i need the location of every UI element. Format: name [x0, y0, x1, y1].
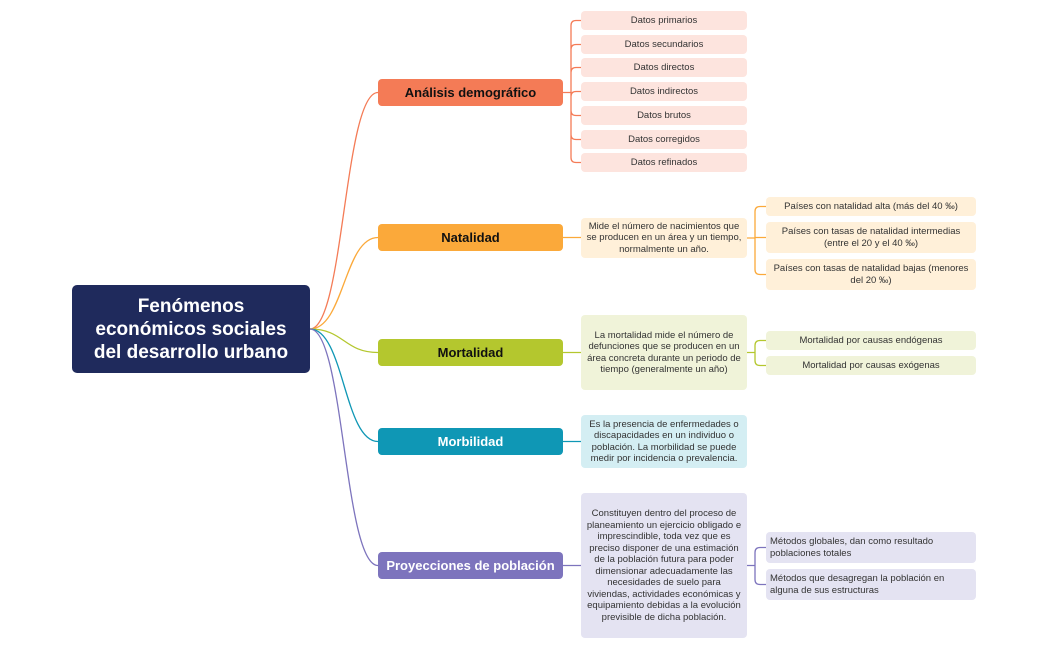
branch-proyecciones-de-poblacion-items-connector	[747, 546, 766, 586]
branch-analisis-demografico-item-label: Datos primarios	[630, 14, 698, 26]
branch-proyecciones-de-poblacion-description[interactable]: Constituyen dentro del proceso de planea…	[581, 493, 747, 638]
branch-natalidad-item[interactable]: Países con tasas de natalidad bajas (men…	[766, 259, 976, 290]
branch-proyecciones-de-poblacion-item-label: Métodos globales, dan como resultado pob…	[770, 536, 934, 559]
branch-analisis-demografico-item-label: Datos secundarios	[624, 38, 704, 50]
branch-analisis-demografico-items-connector	[563, 19, 581, 164]
branch-analisis-demografico-item-label: Datos indirectos	[629, 85, 699, 97]
branch-analisis-demografico-item[interactable]: Datos primarios	[581, 11, 747, 30]
branch-proyecciones-de-poblacion-description-label: Constituyen dentro del proceso de planea…	[586, 508, 742, 623]
branch-analisis-demografico-item[interactable]: Datos brutos	[581, 106, 747, 125]
branch-analisis-demografico-item[interactable]: Datos secundarios	[581, 35, 747, 54]
branch-analisis-demografico-item[interactable]: Datos refinados	[581, 153, 747, 172]
branch-natalidad-description[interactable]: Mide el número de nacimientos que se pro…	[581, 218, 747, 258]
branch-natalidad-description-label: Mide el número de nacimientos que se pro…	[586, 220, 742, 255]
branch-proyecciones-de-poblacion-item-label: Métodos que desagregan la población en a…	[770, 573, 945, 596]
branch-analisis-demografico-label: Análisis demográfico	[404, 85, 537, 100]
branch-natalidad-item-label: Países con natalidad alta (más del 40 ‰)	[784, 200, 958, 212]
branch-natalidad-item[interactable]: Países con natalidad alta (más del 40 ‰)	[766, 197, 976, 216]
branch-natalidad-items-connector	[747, 205, 766, 276]
branch-natalidad[interactable]: Natalidad	[378, 224, 563, 251]
branch-proyecciones-de-poblacion-item[interactable]: Métodos que desagregan la población en a…	[766, 569, 976, 600]
branch-analisis-demografico[interactable]: Análisis demográfico	[378, 79, 563, 106]
branch-analisis-demografico-connector	[309, 91, 379, 330]
branch-mortalidad-item-label: Mortalidad por causas exógenas	[802, 359, 940, 371]
branch-mortalidad-description-label: La mortalidad mide el número de defuncio…	[587, 329, 741, 376]
branch-analisis-demografico-item[interactable]: Datos indirectos	[581, 82, 747, 101]
branch-proyecciones-de-poblacion-item[interactable]: Métodos globales, dan como resultado pob…	[766, 532, 976, 563]
branch-natalidad-connector	[309, 236, 379, 330]
branch-mortalidad-description[interactable]: La mortalidad mide el número de defuncio…	[581, 315, 747, 390]
branch-mortalidad-label: Mortalidad	[437, 345, 504, 360]
branch-analisis-demografico-item-label: Datos refinados	[630, 156, 698, 168]
branch-proyecciones-de-poblacion-connector	[309, 328, 379, 567]
branch-morbilidad-label: Morbilidad	[437, 434, 504, 449]
branch-mortalidad-item[interactable]: Mortalidad por causas exógenas	[766, 356, 976, 375]
branch-natalidad-item-label: Países con tasas de natalidad bajas (men…	[773, 263, 969, 286]
branch-proyecciones-de-poblacion-label: Proyecciones de población	[386, 558, 555, 573]
branch-natalidad-label: Natalidad	[441, 230, 500, 245]
branch-mortalidad-connector	[309, 328, 379, 354]
branch-proyecciones-de-poblacion[interactable]: Proyecciones de población	[378, 552, 563, 579]
branch-analisis-demografico-item[interactable]: Datos corregidos	[581, 130, 747, 149]
branch-natalidad-item[interactable]: Países con tasas de natalidad intermedia…	[766, 222, 976, 253]
branch-natalidad-item-label: Países con tasas de natalidad intermedia…	[781, 226, 961, 249]
branch-analisis-demografico-item[interactable]: Datos directos	[581, 58, 747, 77]
branch-mortalidad[interactable]: Mortalidad	[378, 339, 563, 366]
branch-morbilidad-description[interactable]: Es la presencia de enfermedades o discap…	[581, 415, 747, 468]
root-label: Fenómenos económicos sociales del desarr…	[93, 295, 289, 363]
branch-analisis-demografico-item-label: Datos corregidos	[628, 133, 700, 145]
branch-analisis-demografico-item-label: Datos directos	[633, 61, 695, 73]
branch-mortalidad-items-connector	[747, 339, 766, 367]
branch-mortalidad-item-label: Mortalidad por causas endógenas	[799, 334, 943, 346]
branch-morbilidad[interactable]: Morbilidad	[378, 428, 563, 455]
branch-mortalidad-item[interactable]: Mortalidad por causas endógenas	[766, 331, 976, 350]
branch-morbilidad-connector	[309, 328, 379, 443]
branch-morbilidad-description-label: Es la presencia de enfermedades o discap…	[589, 418, 739, 465]
root-node[interactable]: Fenómenos económicos sociales del desarr…	[72, 285, 310, 373]
branch-analisis-demografico-item-label: Datos brutos	[637, 109, 691, 121]
